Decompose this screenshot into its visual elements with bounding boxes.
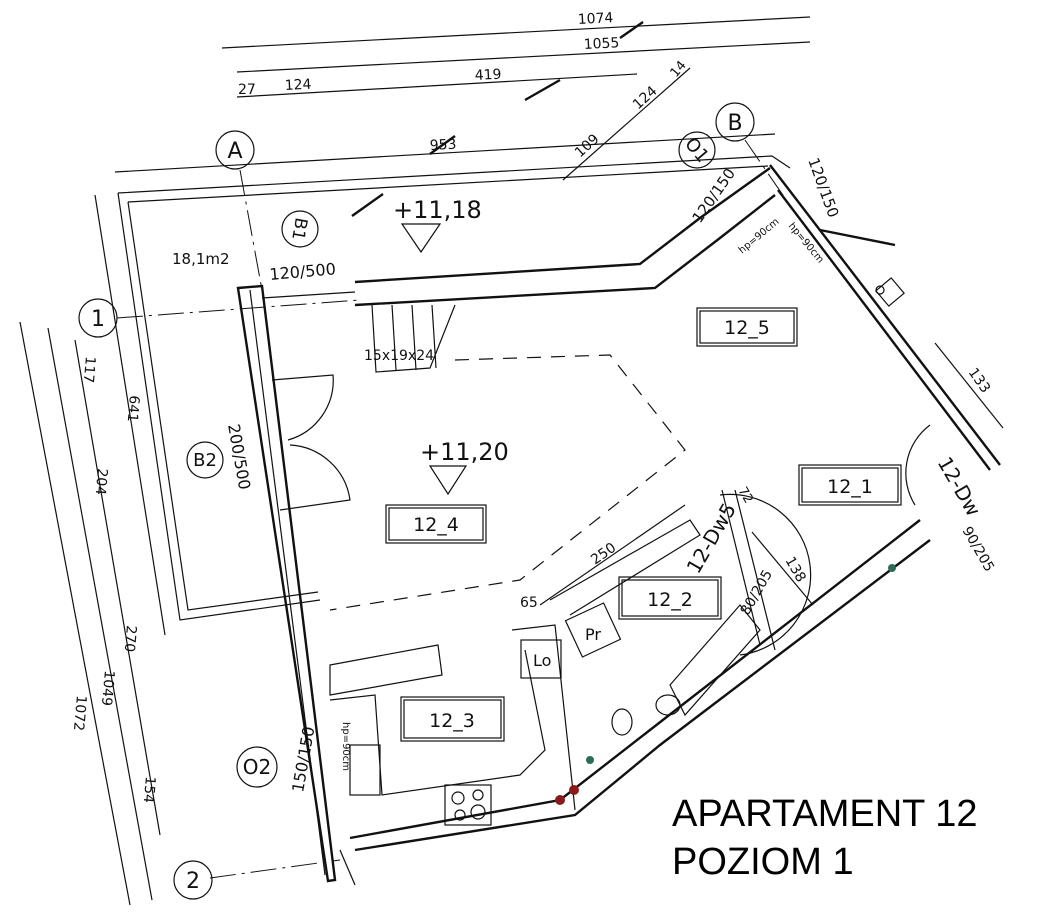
terrace-area: 18,1m2 (172, 250, 230, 268)
top-dimension-lines (114, 16, 811, 217)
level-floor: +11,20 (420, 438, 509, 466)
terrace-outline (117, 155, 791, 621)
level-marker-icon (400, 223, 442, 254)
kitchen (329, 644, 546, 826)
level-title: POZIOM 1 (672, 841, 854, 883)
burner-icon (472, 789, 484, 801)
axis-a-marker (215, 130, 255, 170)
dim-953: 953 (429, 137, 457, 154)
dim-27: 27 (238, 82, 256, 98)
opening-o2-label: O2 (243, 755, 271, 779)
dim-109: 109 (572, 131, 603, 161)
axis-a-label: A (227, 139, 242, 164)
axis-1-label: 1 (91, 307, 105, 332)
opening-o2-marker (236, 746, 278, 788)
sill-height-1: hp=90cm (737, 216, 782, 256)
dim-419: 419 (474, 67, 502, 84)
dim-641: 641 (124, 395, 142, 423)
opening-b1-marker (281, 210, 319, 248)
burner-icon (454, 809, 466, 821)
mezzanine-outline (329, 354, 686, 611)
opening-o1-size-2: 120/150 (804, 155, 842, 220)
bathtub-wc-sink (611, 277, 905, 736)
bathroom-door-swing (719, 493, 812, 656)
entry-door-swing (905, 424, 931, 506)
opening-o1-marker (678, 131, 716, 169)
installation-shaft (555, 564, 896, 805)
opening-b1-size: 120/500 (269, 259, 337, 284)
opening-b1-label: B1 (287, 216, 311, 242)
axis-b-marker (715, 102, 755, 142)
dim-250-line (539, 504, 686, 606)
walls (236, 164, 1001, 886)
room-12-5: 12_5 (696, 307, 798, 347)
dim-117: 117 (80, 356, 98, 384)
axis-1-marker (78, 298, 118, 338)
bathroom-walls (511, 489, 776, 811)
stairs-size: 15x19x24 (364, 348, 434, 364)
dim-270: 270 (121, 625, 139, 653)
dim-154: 154 (140, 776, 158, 804)
room-label: 12_1 (827, 476, 873, 498)
stairs (371, 304, 456, 373)
wardrobe-label: Lo (533, 651, 551, 670)
axis-2-label: 2 (186, 869, 200, 894)
level-floor-marker-icon (428, 465, 468, 496)
sill-height-3: hp=90cm (340, 722, 351, 771)
axis-2-marker (173, 860, 213, 900)
burner-icon (470, 804, 486, 820)
dim-204: 204 (92, 468, 110, 496)
burner-icon (451, 791, 465, 805)
dim-1072: 1072 (70, 695, 89, 732)
room-12-4: 12_4 (385, 504, 487, 544)
fridge: Pr (564, 602, 622, 658)
room-label: 12_3 (429, 710, 475, 732)
axis-b-label: B (727, 111, 742, 136)
wardrobe: Lo (520, 639, 562, 679)
room-12-3: 12_3 (400, 696, 505, 742)
room-label: 12_4 (413, 514, 459, 536)
dim-124: 124 (284, 77, 312, 94)
door-dw5-label: 12-Dw5 (682, 499, 741, 578)
dim-65: 65 (520, 595, 538, 611)
dim-133-line (934, 342, 1004, 429)
opening-b2-size: 200/500 (224, 422, 254, 491)
room-label: 12_2 (647, 589, 693, 611)
room-12-2: 12_2 (618, 576, 722, 620)
dim-138: 138 (782, 554, 809, 585)
dim-124-diag: 124 (630, 83, 661, 113)
room-12-1: 12_1 (798, 464, 902, 506)
grid-axes (116, 139, 801, 879)
dim-1055: 1055 (583, 35, 619, 53)
fridge-label: Pr (585, 625, 601, 644)
level-terrace: +11,18 (393, 196, 482, 224)
dim-133: 133 (965, 365, 993, 396)
opening-b2-marker (186, 441, 224, 479)
dim-1074: 1074 (577, 10, 614, 28)
dim-250: 250 (588, 540, 619, 568)
opening-b2-label: B2 (193, 450, 217, 471)
room-label: 12_5 (724, 317, 770, 339)
dim-1049: 1049 (98, 670, 117, 707)
dim-72: 72 (735, 485, 756, 507)
left-dimension-lines (19, 194, 166, 906)
dim-14: 14 (668, 58, 690, 80)
apartment-title: APARTAMENT 12 (672, 793, 978, 835)
dim-138-line (751, 531, 814, 606)
door-dw-size: 90/205 (959, 524, 997, 575)
door-dw-label: 12-Dw (933, 453, 986, 521)
terrace-door-swing (271, 374, 351, 511)
